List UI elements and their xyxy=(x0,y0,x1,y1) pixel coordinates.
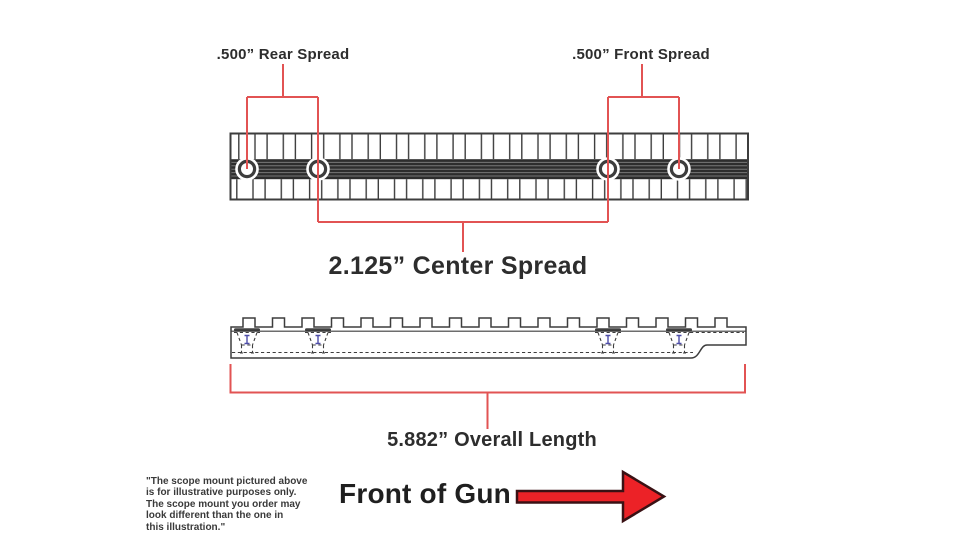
center-spread-dimension xyxy=(318,221,608,252)
screw-side-1 xyxy=(234,328,260,354)
rear-spread-dimension xyxy=(246,64,319,222)
screw-side-3 xyxy=(595,328,621,354)
disclaimer-line: is for illustrative purposes only. xyxy=(146,487,297,499)
center-spread-label: 2.125” Center Spread xyxy=(328,252,588,280)
rail-border xyxy=(229,132,749,201)
disclaimer-line: this illustration." xyxy=(146,521,226,533)
disclaimer-line: The scope mount you order may xyxy=(146,498,301,510)
countersunk-screws xyxy=(234,328,692,354)
top-slot-row xyxy=(231,134,747,160)
bottom-slot-row xyxy=(231,179,747,200)
top-view-rail xyxy=(229,132,749,201)
side-view-rail xyxy=(230,317,747,359)
screw-side-4 xyxy=(666,328,692,354)
disclaimer-line: look different than the one in xyxy=(146,510,284,522)
front-of-gun-label: Front of Gun xyxy=(339,478,511,509)
overall-length-label: 5.882” Overall Length xyxy=(387,429,597,451)
front-spread-label: .500” Front Spread xyxy=(572,46,710,63)
rear-spread-label: .500” Rear Spread xyxy=(216,46,350,63)
screw-side-2 xyxy=(305,328,331,354)
disclaimer-line: "The scope mount pictured above xyxy=(146,476,308,487)
disclaimer-text: "The scope mount pictured above is for i… xyxy=(146,476,307,533)
front-spread-dimension xyxy=(607,64,680,222)
front-of-gun-arrow xyxy=(515,469,667,524)
side-profile xyxy=(230,317,747,359)
overall-length-dimension xyxy=(229,364,746,429)
